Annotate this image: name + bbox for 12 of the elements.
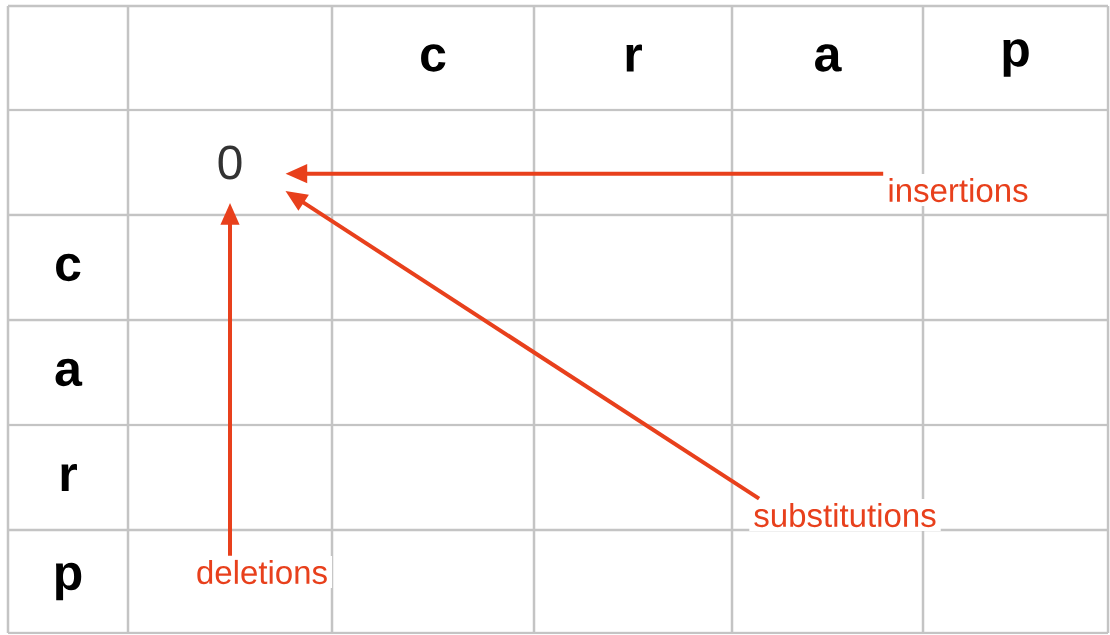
cell-value: 0 xyxy=(218,145,242,180)
annotation-label: insertions xyxy=(883,173,1033,207)
annotation-label: deletions xyxy=(191,555,333,589)
column-header: r xyxy=(626,44,642,72)
row-header: r xyxy=(61,464,77,491)
row-header: c xyxy=(56,253,81,282)
column-header: a xyxy=(815,44,842,72)
row-header: a xyxy=(55,358,83,387)
column-header: c xyxy=(421,44,446,72)
annotation-label: substitutions xyxy=(749,498,941,532)
column-header: p xyxy=(1003,39,1029,77)
row-header: p xyxy=(56,562,82,601)
